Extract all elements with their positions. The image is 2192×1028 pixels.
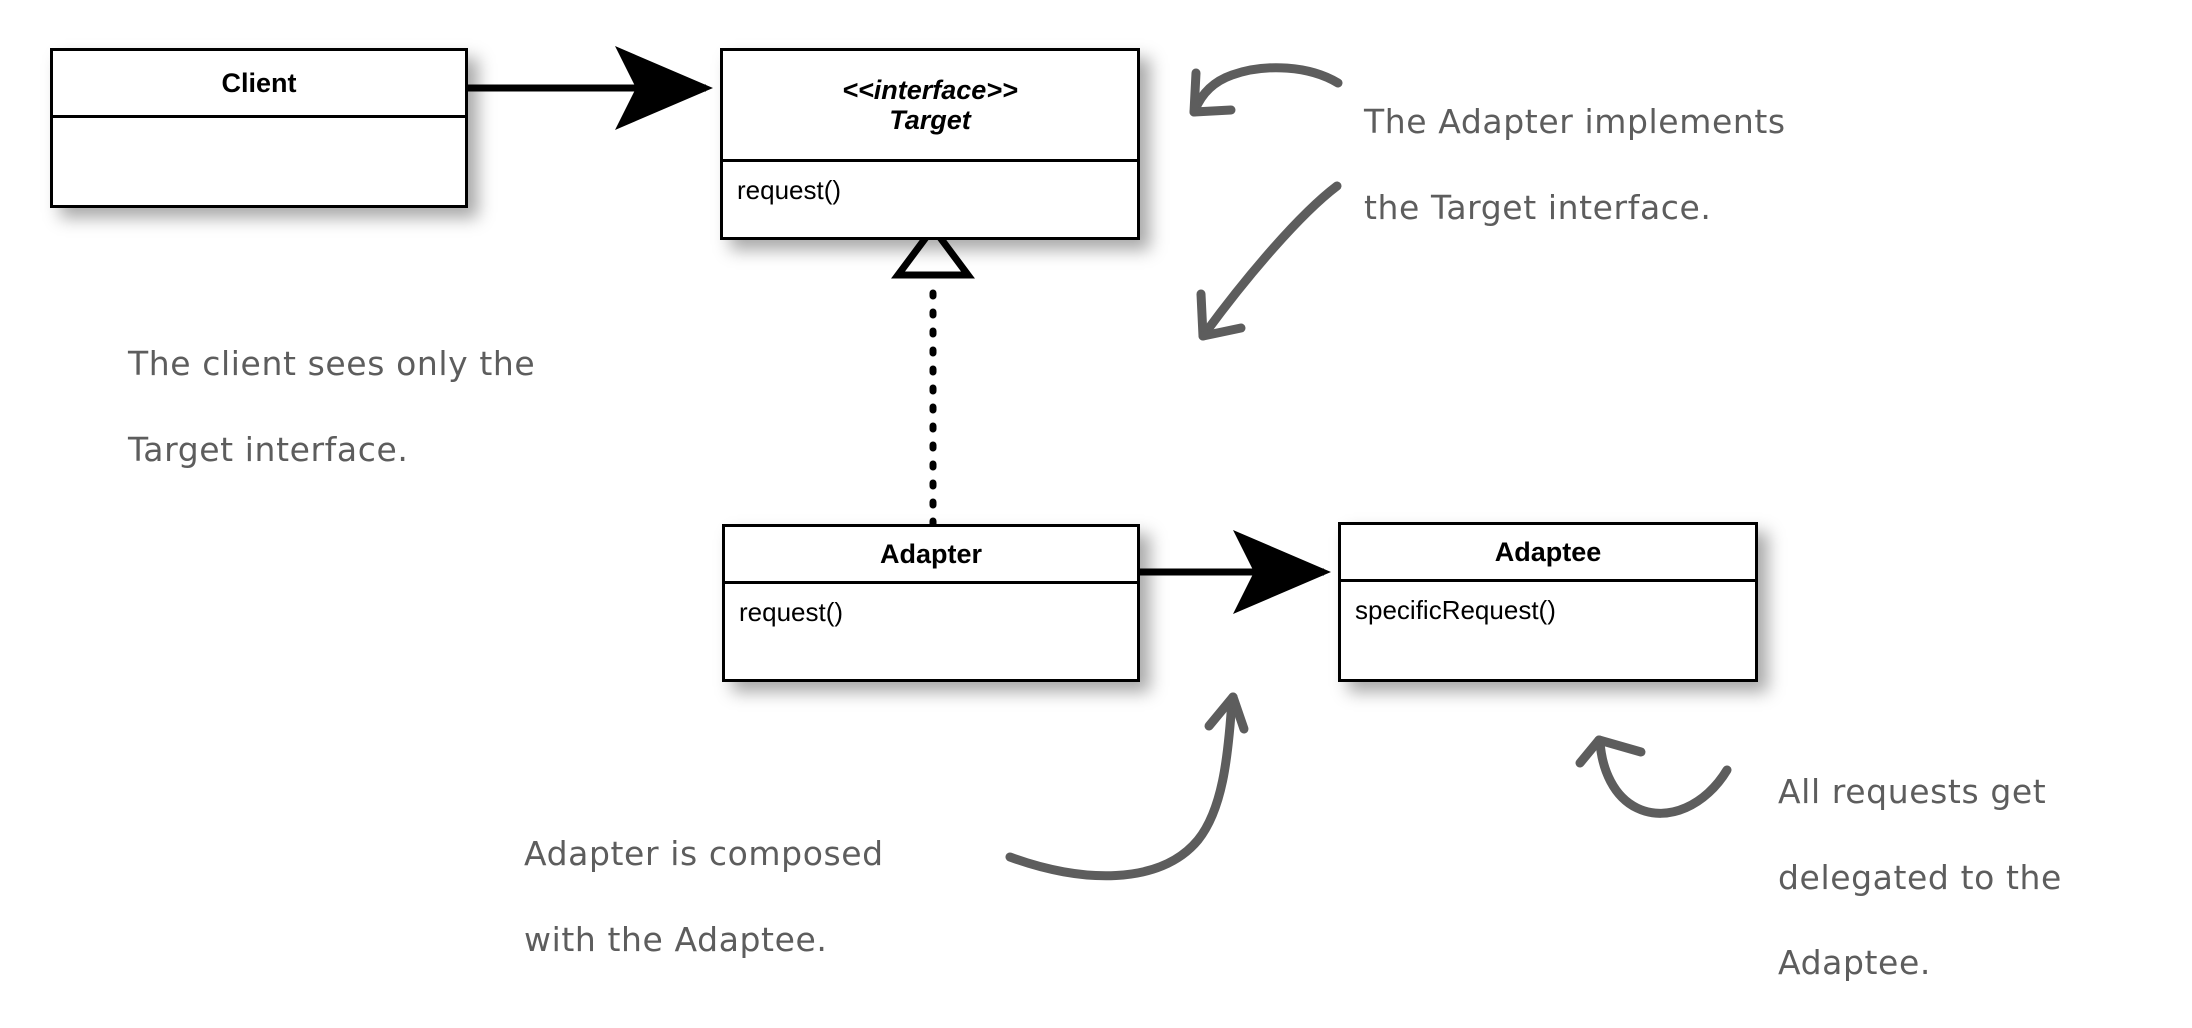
annotation-delegation-note: All requests get delegated to the Adapte…	[1778, 728, 2062, 1028]
annotation-delegation-note-line2: delegated to the	[1778, 857, 2062, 897]
annotation-adapter-implements-note-line1: The Adapter implements	[1364, 101, 1786, 141]
annotation-arrow-up-to-adapter	[1005, 692, 1249, 881]
uml-class-adaptee-members: specificRequest()	[1341, 582, 1755, 682]
annotation-adapter-implements-note-line2: the Target interface.	[1364, 187, 1712, 227]
uml-class-client[interactable]: Client	[50, 48, 468, 208]
uml-class-adapter-members: request()	[725, 584, 1137, 682]
uml-class-adapter-member-request: request()	[739, 597, 844, 627]
uml-class-adaptee[interactable]: Adaptee specificRequest()	[1338, 522, 1758, 682]
annotation-composition-note-line2: with the Adaptee.	[524, 919, 828, 959]
uml-class-adapter-name: Adapter	[879, 538, 982, 569]
annotation-client-note: The client sees only the Target interfac…	[128, 300, 535, 514]
uml-class-adapter[interactable]: Adapter request()	[722, 524, 1140, 682]
uml-class-target-header: <<interface>> Target	[723, 51, 1137, 162]
uml-class-client-name: Client	[221, 67, 297, 98]
uml-class-adaptee-name: Adaptee	[1494, 536, 1602, 567]
uml-class-target-name: Target	[889, 105, 971, 135]
uml-class-target-members: request()	[723, 162, 1137, 240]
annotation-client-note-line1: The client sees only the	[128, 343, 536, 383]
annotation-arrow-diagonal-to-target	[1196, 181, 1342, 341]
annotation-adapter-implements-note: The Adapter implements the Target interf…	[1364, 58, 1786, 272]
annotation-client-note-line2: Target interface.	[128, 429, 409, 469]
annotation-arrow-curve-to-target	[1189, 63, 1343, 117]
uml-class-adaptee-member-specific-request: specificRequest()	[1355, 595, 1556, 625]
annotation-delegation-note-line1: All requests get	[1778, 771, 2047, 811]
annotation-delegation-note-line3: Adaptee.	[1778, 943, 1931, 983]
diagram-canvas: Target (association) --> Adaptee (associ…	[50, 46, 2061, 982]
connector-adapter-implements-target	[891, 222, 975, 528]
uml-class-target-stereotype: <<interface>>	[842, 74, 1018, 105]
uml-class-target[interactable]: <<interface>> Target request()	[720, 48, 1140, 240]
uml-class-adaptee-header: Adaptee	[1341, 525, 1755, 582]
annotation-composition-note: Adapter is composed with the Adaptee.	[524, 790, 884, 1004]
uml-class-client-members	[53, 118, 465, 205]
annotation-arrow-curve-to-adaptee	[1575, 735, 1732, 818]
annotation-composition-note-line1: Adapter is composed	[524, 833, 884, 873]
uml-class-client-header: Client	[53, 51, 465, 118]
uml-class-adapter-header: Adapter	[725, 527, 1137, 584]
uml-class-target-member-request: request()	[737, 175, 842, 205]
